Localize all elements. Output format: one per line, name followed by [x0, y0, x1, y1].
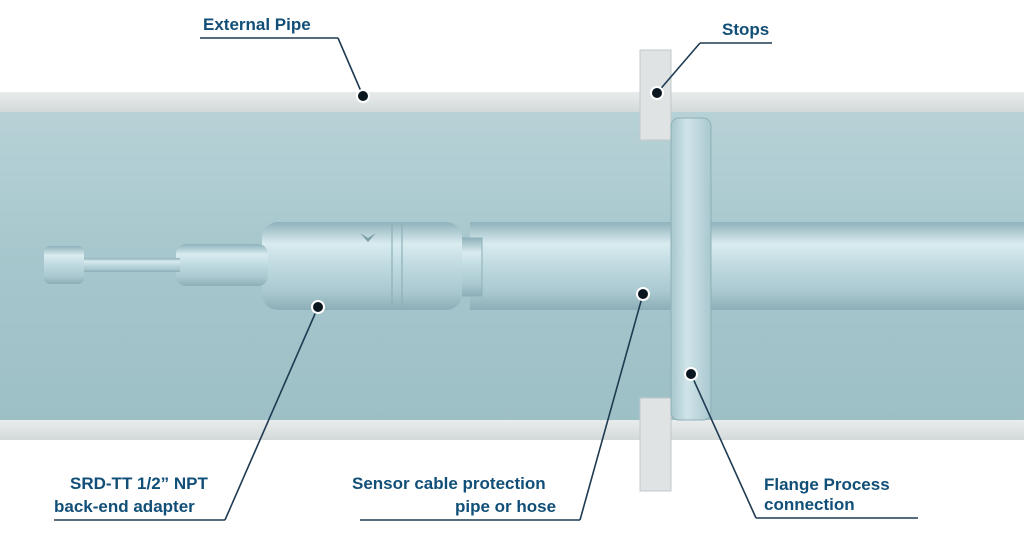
adapter-body [262, 222, 462, 310]
label-cable-line1: Sensor cable protection [352, 474, 546, 493]
pipe-wall-top [0, 92, 1024, 112]
marker-adapter [311, 300, 325, 314]
marker-stops [650, 86, 664, 100]
brand-logo-icon [360, 233, 376, 242]
probe-rod [80, 258, 180, 272]
flange [670, 117, 712, 421]
label-adapter-line1: SRD-TT 1/2” NPT [70, 474, 209, 493]
callout-flange: Flange Process connection [684, 367, 918, 519]
callout-external-pipe: External Pipe [200, 15, 370, 103]
adapter-neck [176, 244, 268, 286]
label-flange-line2: connection [764, 495, 855, 514]
callout-stops: Stops [650, 20, 772, 100]
marker-external-pipe [356, 89, 370, 103]
label-external-pipe: External Pipe [203, 15, 311, 34]
label-stops: Stops [722, 20, 769, 39]
callout-cable-protection: Sensor cable protection pipe or hose [352, 287, 650, 521]
probe-tip [44, 246, 84, 284]
marker-flange [684, 367, 698, 381]
label-flange-line1: Flange Process [764, 475, 890, 494]
callout-adapter: SRD-TT 1/2” NPT back-end adapter [54, 300, 325, 521]
label-cable-line2: pipe or hose [455, 497, 556, 516]
label-adapter-line2: back-end adapter [54, 497, 195, 516]
cable-protection-pipe [470, 222, 1024, 310]
pipe-wall-bottom [0, 420, 1024, 440]
stops [639, 49, 672, 492]
back-end-adapter [44, 222, 483, 310]
marker-cable-protection [636, 287, 650, 301]
stop-bottom [639, 397, 672, 492]
